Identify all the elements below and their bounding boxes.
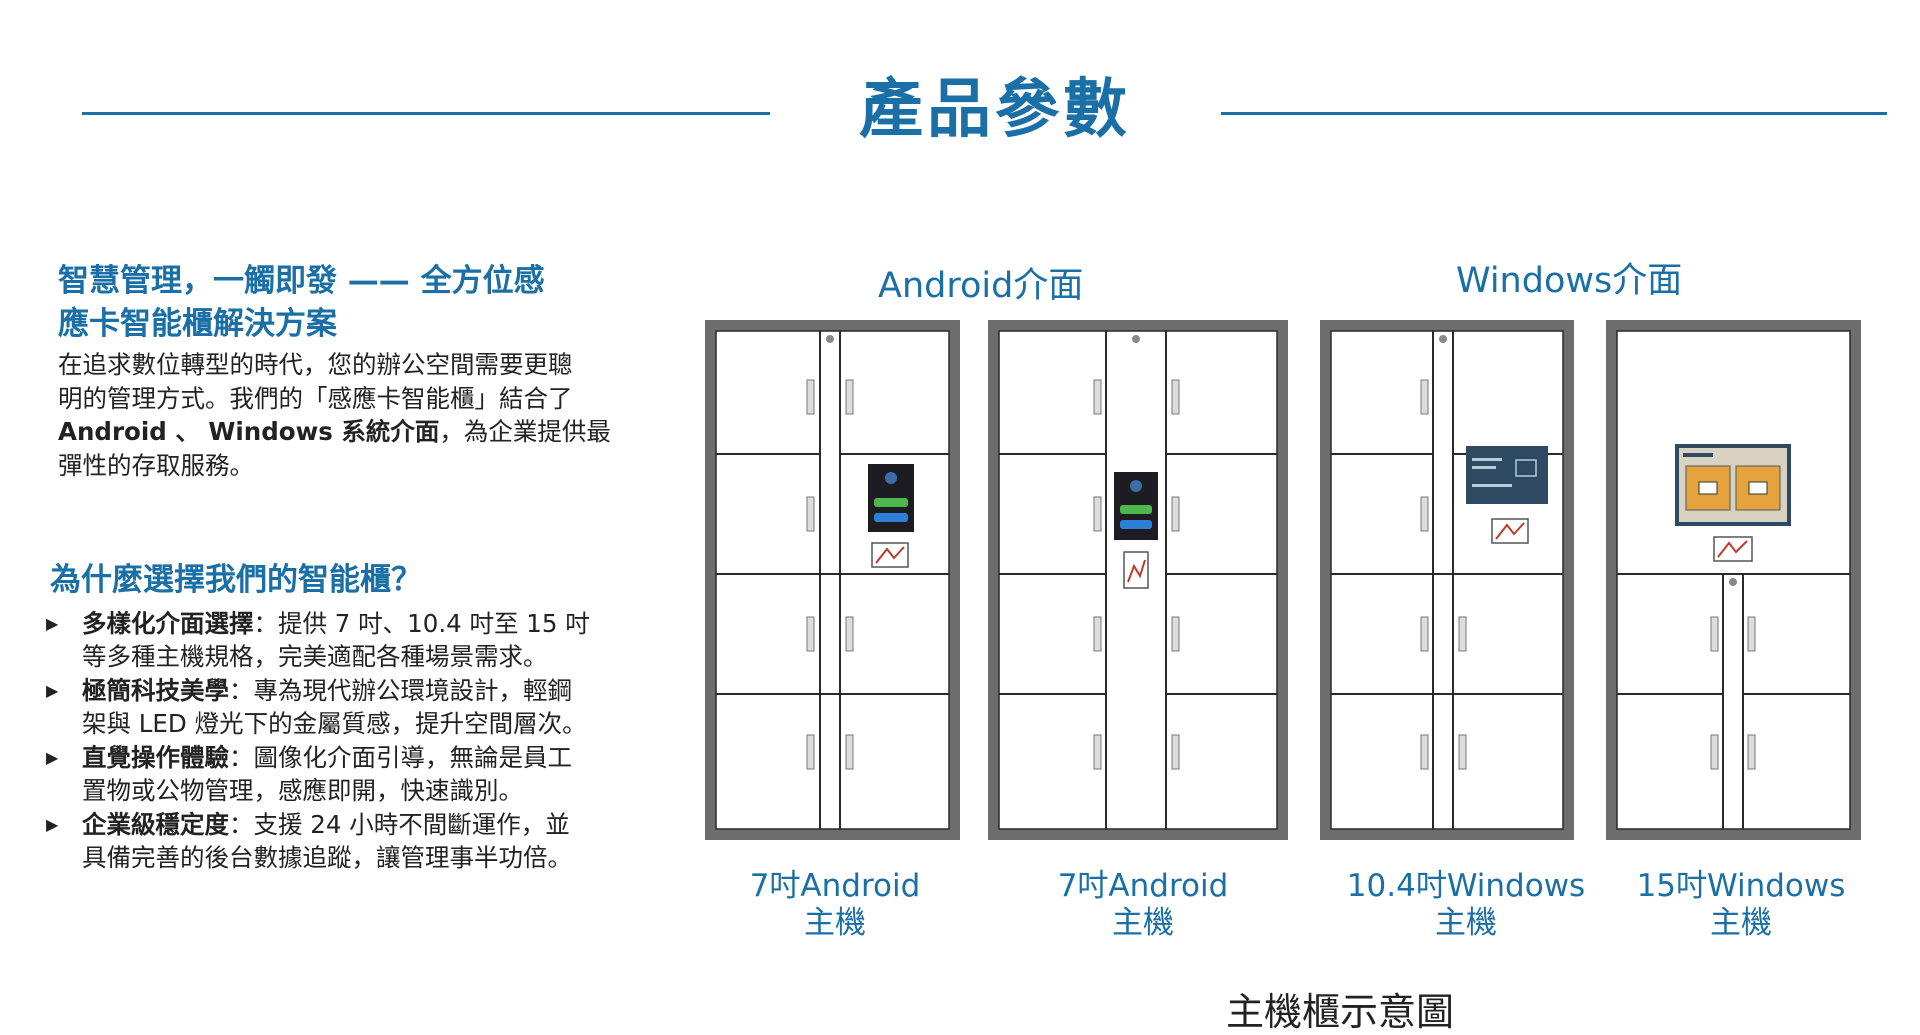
feature-text: 等多種主機規格，完美適配各種場景需求。 bbox=[82, 641, 548, 671]
triangle-bullet-icon: ▶ bbox=[46, 681, 59, 700]
intro-heading-line: 應卡智能櫃解決方案 bbox=[58, 306, 337, 342]
feature-text: ：提供 7 吋、10.4 吋至 15 吋 bbox=[253, 609, 590, 638]
model-unit: 主機 bbox=[804, 905, 866, 941]
why-heading: 為什麼選擇我們的智能櫃？ bbox=[50, 562, 422, 598]
intro-highlight: Android 、 Windows 系統介面 bbox=[58, 417, 440, 446]
model-unit: 主機 bbox=[1112, 905, 1174, 941]
intro-line: Android 、 Windows 系統介面，為企業提供最 bbox=[58, 415, 668, 449]
cabinet-body bbox=[715, 330, 950, 830]
feature-text: ：專為現代辦公環境設計，輕鋼 bbox=[229, 676, 572, 705]
android-screen-icon bbox=[868, 464, 914, 532]
model-unit: 主機 bbox=[1435, 905, 1497, 941]
intro-line: 彈性的存取服務。 bbox=[58, 450, 254, 480]
model-label-10in-windows: 10.4吋Windows 主機 bbox=[1336, 868, 1596, 942]
feature-text: 置物或公物管理，感應即開，快速識別。 bbox=[82, 775, 523, 805]
model-name: 7吋Android bbox=[1057, 868, 1229, 904]
model-unit: 主機 bbox=[1710, 905, 1772, 941]
feature-title: 極簡科技美學 bbox=[82, 676, 229, 705]
cabinet-10in-windows bbox=[1320, 320, 1574, 840]
model-name: 7吋Android bbox=[749, 868, 921, 904]
feature-title: 多樣化介面選擇 bbox=[82, 609, 254, 638]
intro-line: 明的管理方式。我們的「感應卡智能櫃」結合了 bbox=[58, 383, 573, 413]
feature-title: 企業級穩定度 bbox=[82, 810, 229, 839]
intro-heading: 智慧管理，一觸即發 —— 全方位感 應卡智能櫃解決方案 bbox=[58, 260, 658, 346]
feature-item: ▶ 企業級穩定度：支援 24 小時不間斷運作，並具備完善的後台數據追蹤，讓管理事半… bbox=[42, 809, 662, 874]
model-name: 10.4吋Windows bbox=[1346, 868, 1586, 904]
triangle-bullet-icon: ▶ bbox=[46, 748, 59, 767]
title-rule-left bbox=[82, 112, 770, 115]
model-label-15in-windows: 15吋Windows 主機 bbox=[1616, 868, 1866, 942]
cabinet-7in-android-b bbox=[988, 320, 1288, 840]
feature-text: 架與 LED 燈光下的金屬質感，提升空間層次。 bbox=[82, 708, 587, 738]
card-reader-icon bbox=[871, 542, 909, 568]
cabinet-body bbox=[1330, 330, 1564, 830]
feature-text: ：支援 24 小時不間斷運作，並 bbox=[229, 810, 570, 839]
intro-paragraph: 在追求數位轉型的時代，您的辦公空間需要更聰 明的管理方式。我們的「感應卡智能櫃」… bbox=[58, 348, 668, 482]
intro-line: 在追求數位轉型的時代，您的辦公空間需要更聰 bbox=[58, 350, 573, 379]
feature-item: ▶ 多樣化介面選擇：提供 7 吋、10.4 吋至 15 吋等多種主機規格，完美適配… bbox=[42, 608, 662, 673]
figure-caption: 主機櫃示意圖 bbox=[1225, 990, 1454, 1034]
feature-text: 具備完善的後台數據追蹤，讓管理事半功倍。 bbox=[82, 842, 572, 872]
feature-text: ：圖像化介面引導，無論是員工 bbox=[229, 743, 572, 772]
triangle-bullet-icon: ▶ bbox=[46, 815, 59, 834]
triangle-bullet-icon: ▶ bbox=[46, 614, 59, 633]
card-reader-icon bbox=[1713, 536, 1753, 562]
card-reader-icon bbox=[1491, 518, 1529, 544]
title-rule-right bbox=[1221, 112, 1887, 115]
feature-item: ▶ 直覺操作體驗：圖像化介面引導，無論是員工置物或公物管理，感應即開，快速識別。 bbox=[42, 742, 662, 807]
card-reader-icon bbox=[1123, 551, 1149, 589]
windows-interface-label: Windows介面 bbox=[1456, 261, 1683, 301]
windows-screen-icon bbox=[1466, 446, 1548, 504]
android-interface-label: Android介面 bbox=[878, 266, 1084, 306]
page-title: 產品參數 bbox=[859, 73, 1131, 147]
feature-title: 直覺操作體驗 bbox=[82, 743, 229, 772]
model-label-7in-android-a: 7吋Android 主機 bbox=[730, 868, 940, 942]
model-label-7in-android-b: 7吋Android 主機 bbox=[1038, 868, 1248, 942]
windows-screen-icon bbox=[1675, 444, 1791, 526]
feature-item: ▶ 極簡科技美學：專為現代辦公環境設計，輕鋼架與 LED 燈光下的金屬質感，提升空… bbox=[42, 675, 662, 740]
cabinet-15in-windows bbox=[1606, 320, 1861, 840]
model-name: 15吋Windows bbox=[1636, 868, 1846, 904]
cabinet-7in-android-a bbox=[705, 320, 960, 840]
intro-line-rest: ，為企業提供最 bbox=[439, 417, 611, 446]
android-screen-icon bbox=[1114, 472, 1158, 540]
feature-list: ▶ 多樣化介面選擇：提供 7 吋、10.4 吋至 15 吋等多種主機規格，完美適配… bbox=[42, 608, 662, 876]
intro-heading-line: 智慧管理，一觸即發 —— 全方位感 bbox=[58, 263, 545, 299]
